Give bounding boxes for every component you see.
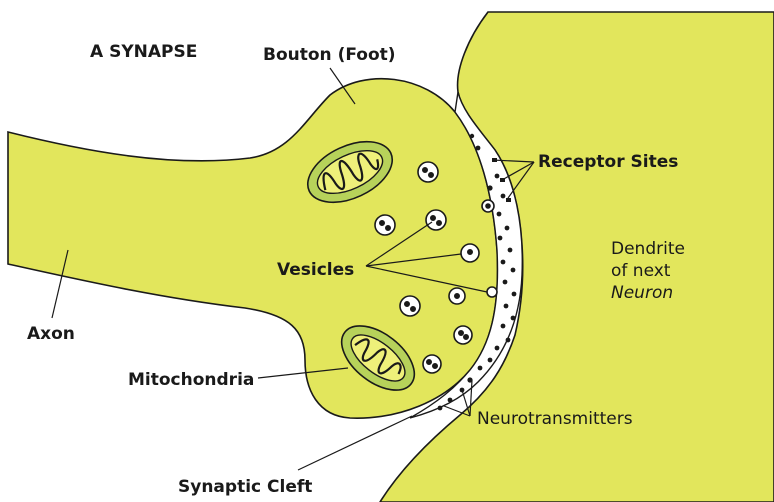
diagram-title: A SYNAPSE — [90, 42, 197, 62]
vesicle — [375, 215, 395, 235]
label-dendrite-line1: Dendrite — [611, 239, 685, 259]
vesicle — [482, 200, 494, 212]
vesicle — [454, 326, 472, 344]
label-axon: Axon — [27, 324, 75, 344]
label-dendrite-line3: Neuron — [611, 283, 673, 303]
vesicle — [449, 288, 465, 304]
vesicle — [418, 162, 438, 182]
label-vesicles: Vesicles — [277, 260, 354, 280]
vesicle — [400, 296, 420, 316]
vesicle — [423, 355, 441, 373]
label-receptor-sites: Receptor Sites — [538, 152, 678, 172]
label-dendrite-line2: of next — [611, 261, 671, 281]
vesicle — [426, 210, 446, 230]
vesicle — [487, 287, 497, 297]
label-mitochondria: Mitochondria — [128, 370, 254, 390]
vesicle — [461, 244, 479, 262]
label-synaptic-cleft: Synaptic Cleft — [178, 477, 312, 497]
label-bouton: Bouton (Foot) — [263, 45, 396, 65]
label-neurotransmitters: Neurotransmitters — [477, 409, 633, 429]
leader-synaptic-cleft — [298, 416, 412, 470]
